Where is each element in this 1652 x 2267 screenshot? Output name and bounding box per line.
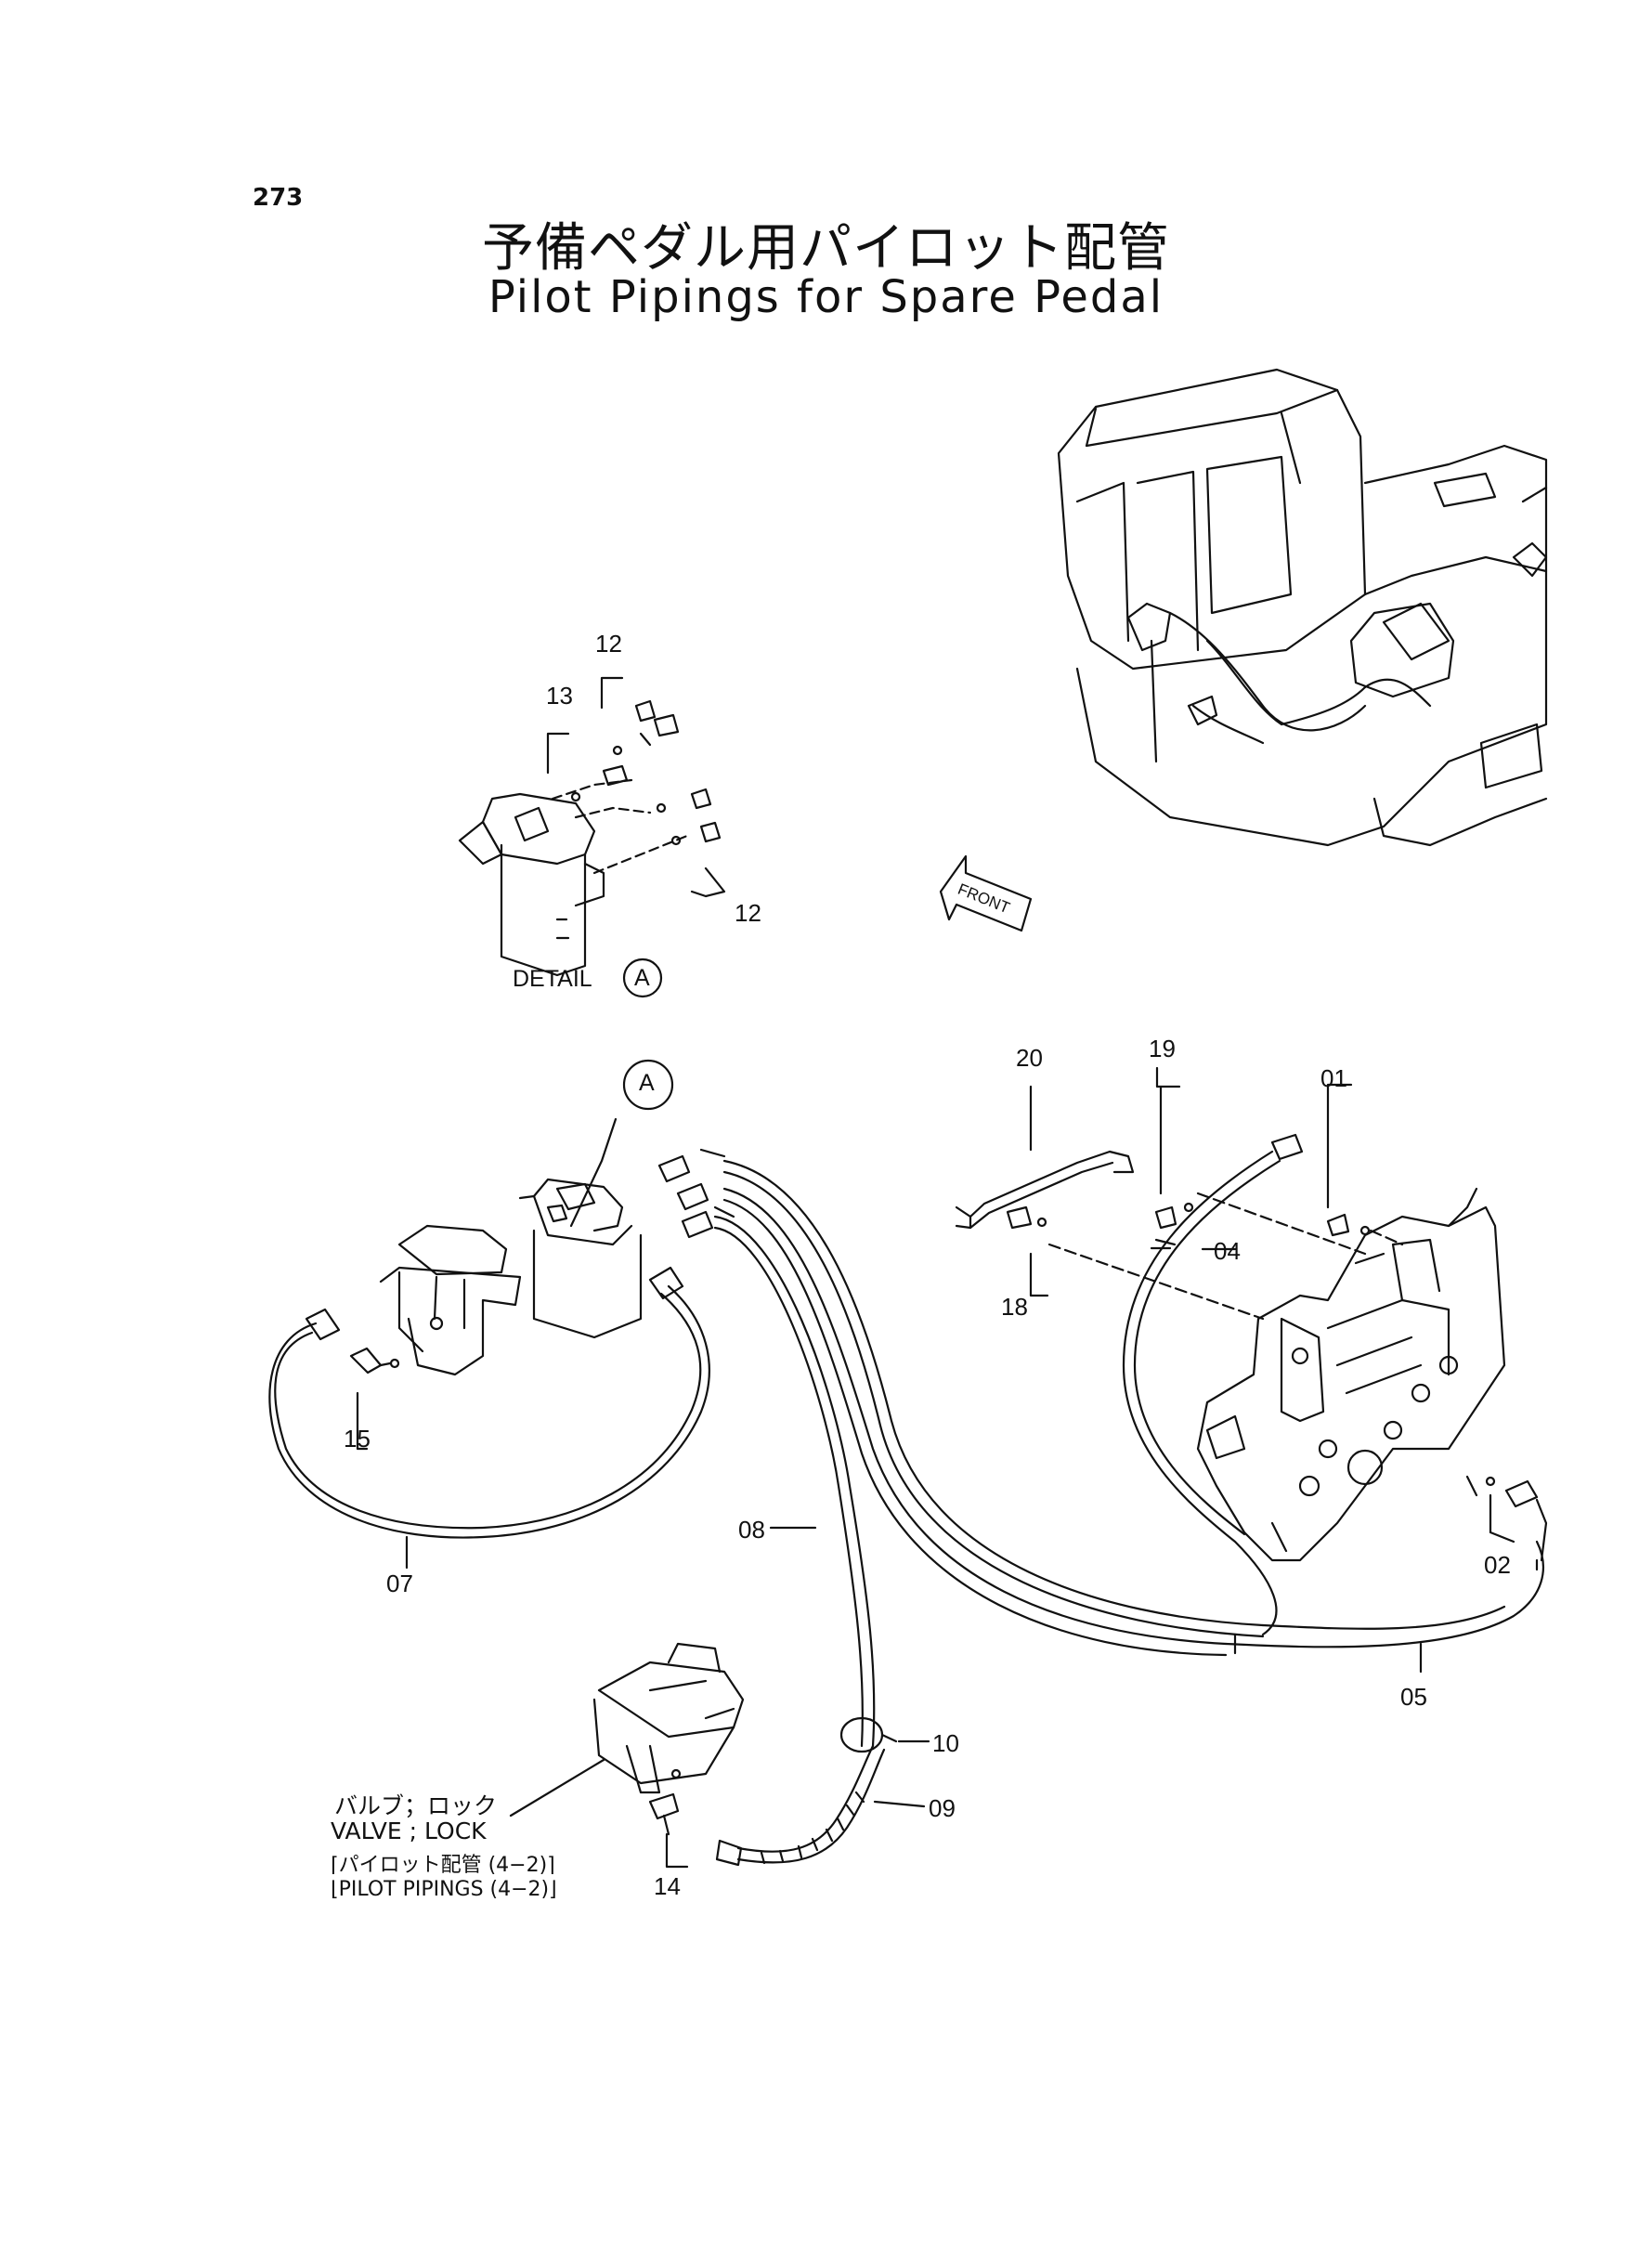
part-number-12-top: 12	[595, 630, 622, 658]
leader-lines	[405, 1066, 1539, 1818]
hose-05-upper	[722, 1159, 1544, 1657]
fitting-14	[648, 1768, 689, 1869]
part-number-14: 14	[654, 1872, 681, 1900]
valve-lock-ref-en-text: PILOT PIPINGS (4−2)	[338, 1878, 550, 1901]
detail-a-drawing	[458, 676, 726, 977]
fittings-18-19-01	[1006, 1192, 1404, 1321]
hose-ends	[657, 1148, 735, 1239]
detail-letter: A	[634, 965, 650, 991]
part-number-10: 10	[932, 1729, 959, 1757]
part-number-15: 15	[344, 1425, 371, 1453]
valve-lock-label-en: VALVE ; LOCK	[331, 1818, 487, 1844]
page-number: 273	[253, 184, 304, 212]
part-number-13: 13	[546, 682, 573, 710]
part-number-01: 01	[1320, 1064, 1347, 1092]
fitting-15	[349, 1347, 400, 1451]
part-number-07: 07	[386, 1570, 413, 1597]
valve-lock-label-jp: バルブ；ロック	[334, 1792, 498, 1819]
hose-20	[955, 1150, 1135, 1230]
part-number-04: 04	[1214, 1237, 1241, 1265]
part-number-18: 18	[1001, 1293, 1028, 1321]
hose-09	[715, 1744, 886, 1867]
valve-lock-ref-en: ⌊PILOT PIPINGS (4−2)⌋	[331, 1878, 557, 1901]
page-title-english: Pilot Pipings for Spare Pedal	[488, 271, 1164, 323]
callout-a-circle	[622, 1059, 674, 1111]
detail-label: DETAIL	[513, 966, 592, 992]
hose-04	[1122, 1133, 1304, 1636]
control-valve	[1196, 1187, 1506, 1562]
part-number-08: 08	[738, 1516, 765, 1544]
clamp-10	[839, 1716, 898, 1753]
fitting-02	[1485, 1476, 1548, 1562]
valve-lock-ref-jp-text: パイロット配管 (4−2)	[338, 1854, 548, 1877]
part-number-09: 09	[929, 1794, 956, 1822]
front-arrow	[939, 854, 1033, 932]
valve-lock-ref-jp: ⌈パイロット配管 (4−2)⌉	[331, 1854, 555, 1877]
detail-a-circle	[622, 958, 663, 998]
part-number-02: 02	[1484, 1551, 1511, 1579]
part-number-12-bottom: 12	[735, 899, 761, 927]
pedal-body	[379, 1224, 522, 1376]
lock-valve	[592, 1642, 745, 1794]
part-number-05: 05	[1400, 1683, 1427, 1711]
hose-08	[713, 1215, 876, 1748]
excavator-illustration	[1057, 368, 1548, 847]
part-number-20: 20	[1016, 1044, 1043, 1072]
callout-a-letter: A	[639, 1070, 655, 1096]
part-number-19: 19	[1149, 1035, 1176, 1062]
spare-pedal-block	[518, 1178, 643, 1339]
hose-07	[268, 1266, 710, 1539]
page-title-japanese: 予備ペダル用パイロット配管	[482, 218, 1170, 279]
